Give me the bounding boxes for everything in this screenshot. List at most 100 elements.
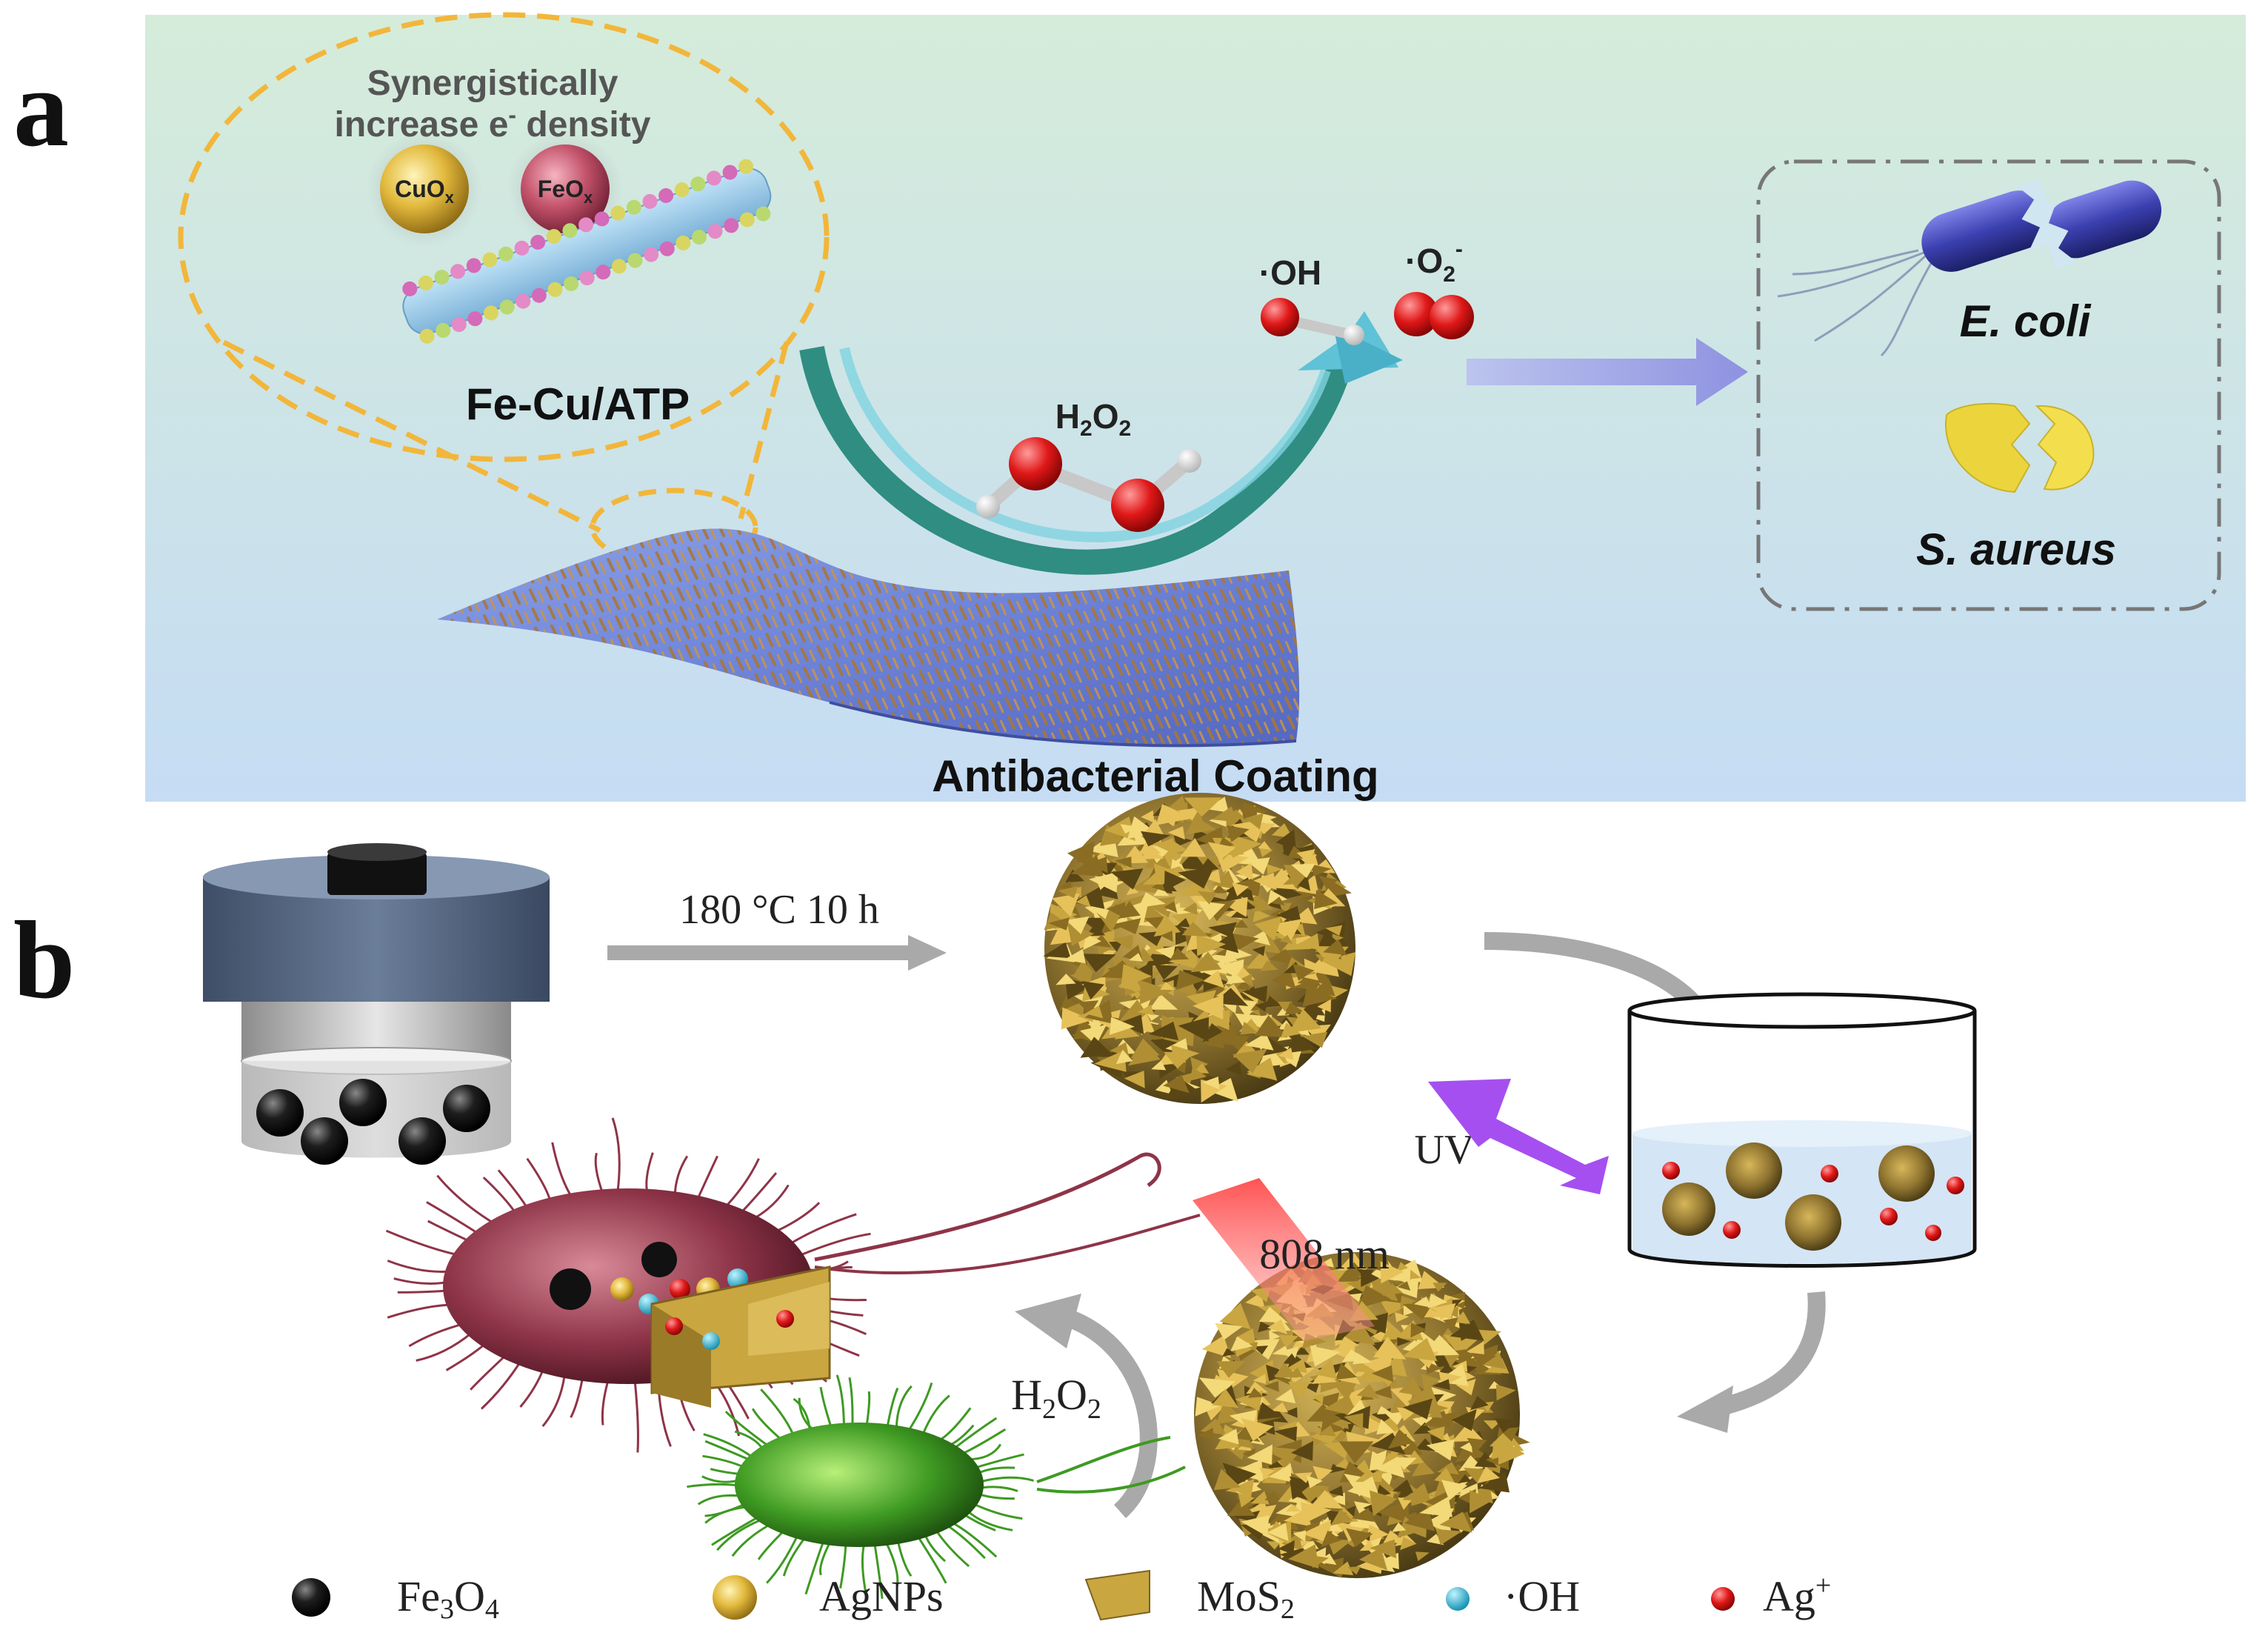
legend-item-mos2: MoS2 bbox=[1197, 1572, 1295, 1625]
pilus bbox=[497, 1169, 530, 1211]
mos2-flake bbox=[1212, 1388, 1239, 1408]
feox-label: FeOx bbox=[538, 176, 593, 207]
pilus bbox=[611, 1117, 621, 1194]
feox-sphere-icon bbox=[521, 144, 610, 233]
mos2-flake bbox=[1301, 1031, 1328, 1048]
mos2-flake bbox=[1198, 891, 1217, 905]
mos2-flake bbox=[1064, 948, 1086, 964]
mos2-flake bbox=[1232, 882, 1250, 897]
atp-surface-particle bbox=[546, 229, 561, 245]
mos2-flake bbox=[1206, 796, 1229, 813]
mos2-flake bbox=[1330, 1464, 1347, 1474]
mos2-flake bbox=[1259, 1467, 1275, 1478]
mos2-flake bbox=[1495, 1384, 1516, 1401]
mos2-flake bbox=[1483, 1420, 1502, 1430]
mos2-flake bbox=[1162, 1025, 1195, 1047]
mos2-flake bbox=[1301, 1520, 1331, 1543]
mos2-flake bbox=[1065, 869, 1084, 883]
mos2-flake bbox=[1315, 1358, 1338, 1380]
mos2-flake bbox=[1498, 1437, 1525, 1465]
mos2-flake bbox=[1121, 964, 1152, 989]
mos2-flake bbox=[1253, 1374, 1267, 1385]
pilus bbox=[804, 1540, 825, 1595]
mos2-flake bbox=[1397, 1337, 1411, 1346]
mos2-flake bbox=[1212, 806, 1238, 822]
mos2-flake bbox=[1341, 1348, 1366, 1363]
mos2-flake bbox=[1467, 1437, 1487, 1454]
mos2-flake bbox=[1216, 1361, 1246, 1378]
mos2-flake bbox=[1201, 1335, 1231, 1358]
mos2-flake bbox=[1402, 1337, 1438, 1362]
mos2-flake bbox=[1453, 1311, 1471, 1324]
atp-surface-particle bbox=[690, 176, 706, 192]
mos2-flake bbox=[1104, 816, 1136, 841]
green-bacterium-icon bbox=[687, 1374, 1186, 1599]
mos2-flake bbox=[1129, 953, 1144, 962]
mos2-flake bbox=[1337, 1252, 1367, 1271]
atp-surface-particle bbox=[434, 270, 450, 285]
atp-surface-particle bbox=[450, 264, 466, 279]
mos2-flake bbox=[1321, 1530, 1342, 1547]
fe3o4-sphere-icon bbox=[292, 1578, 330, 1617]
mos2-flake bbox=[1302, 986, 1338, 1007]
pilus bbox=[480, 1359, 523, 1410]
pilus bbox=[731, 1523, 772, 1557]
mos2-flake bbox=[1271, 1402, 1289, 1413]
mos2-flake bbox=[1380, 1300, 1401, 1311]
mos2-flake bbox=[1318, 1425, 1336, 1437]
mos2-flake bbox=[1258, 846, 1273, 857]
legend-item-oh: ·OH bbox=[1504, 1572, 1580, 1620]
mos2-flake bbox=[1139, 840, 1161, 854]
mos2-flake bbox=[1431, 1303, 1456, 1320]
mos2-flake bbox=[1357, 1285, 1391, 1309]
pilus bbox=[716, 1518, 764, 1551]
mos2-flake bbox=[1312, 1394, 1324, 1404]
pilus bbox=[482, 1177, 518, 1215]
atp-surface-particle bbox=[642, 193, 658, 209]
mos2-flake bbox=[1160, 982, 1175, 990]
mos2-flake bbox=[1410, 1323, 1427, 1338]
mos2-flake bbox=[1458, 1474, 1472, 1483]
antibacterial-coating-fabric bbox=[437, 528, 1300, 748]
pilus bbox=[819, 1386, 833, 1428]
uv-label: UV bbox=[1415, 1127, 1475, 1173]
mos2-flake bbox=[1197, 1428, 1214, 1440]
pilus bbox=[551, 1142, 573, 1199]
pilus bbox=[921, 1394, 950, 1436]
beaker-particles bbox=[1662, 1142, 1964, 1251]
autoclave-reactor-icon bbox=[203, 843, 550, 1165]
mos2-flake bbox=[1275, 1388, 1296, 1404]
mos2-flake bbox=[1398, 1377, 1425, 1397]
mos2-flake bbox=[1341, 1322, 1375, 1345]
mos2-flake bbox=[1155, 1080, 1173, 1094]
mos2-flake bbox=[1083, 934, 1101, 951]
mos2-flake bbox=[1267, 890, 1288, 905]
cuox-sphere-icon bbox=[380, 144, 469, 233]
atp-surface-particle bbox=[756, 206, 771, 222]
mos2-flake bbox=[1061, 1007, 1093, 1030]
mos2-flake bbox=[1439, 1508, 1455, 1519]
mos2-flake bbox=[1207, 1077, 1238, 1102]
pilus bbox=[723, 1158, 760, 1209]
pilus bbox=[795, 1232, 871, 1259]
mos2-flake bbox=[1190, 1067, 1207, 1081]
mos2-flake bbox=[1338, 1441, 1374, 1464]
mos2-flake bbox=[1286, 1034, 1318, 1054]
mos2-flake bbox=[1242, 802, 1268, 819]
mos2-flake bbox=[1141, 810, 1155, 823]
mos2-flake bbox=[1178, 866, 1215, 889]
mos2-flake bbox=[1167, 839, 1187, 856]
mos2-flake bbox=[1180, 876, 1215, 897]
mos2-flake bbox=[1253, 872, 1277, 891]
atp-surface-particle bbox=[706, 170, 721, 186]
mos2-flake bbox=[1284, 1002, 1304, 1015]
mos2-flake bbox=[1347, 1566, 1361, 1575]
mos2-flake bbox=[1248, 931, 1270, 946]
mos2-flake bbox=[1109, 1017, 1135, 1035]
mos2-flake bbox=[1055, 974, 1076, 985]
mos2-flake bbox=[1235, 862, 1253, 880]
mos2-flake bbox=[1196, 934, 1227, 957]
fe3o4-mos2-sphere-icon bbox=[1043, 793, 1356, 1104]
mos2-flake bbox=[1138, 892, 1166, 908]
mos2-flake bbox=[1144, 917, 1165, 929]
